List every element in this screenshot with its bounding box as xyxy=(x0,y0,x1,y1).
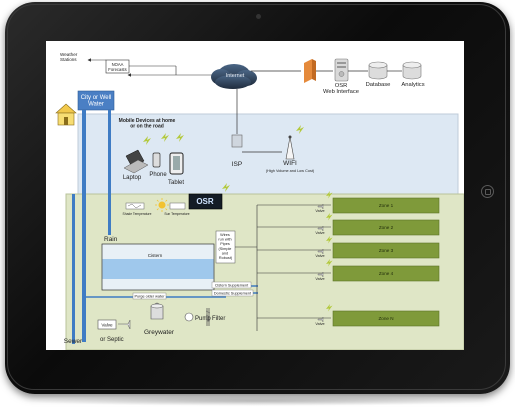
database-icon xyxy=(368,61,388,80)
zone-2-area[interactable] xyxy=(332,219,440,236)
zone-1-label: Zone 1 xyxy=(379,203,394,208)
rain-label: Rain xyxy=(104,236,118,243)
sun-temp-label: Sun Temperature xyxy=(164,212,189,216)
shade-temp-label: Shade Temperature xyxy=(123,212,152,216)
valve-icon xyxy=(317,316,324,323)
valve-icon xyxy=(317,203,324,210)
camera-icon xyxy=(256,14,261,19)
wires-label: Wires run with Pipes (Simple and Robust) xyxy=(218,233,233,260)
zone-valve-label: Valve xyxy=(315,322,324,326)
lightning-icon xyxy=(296,125,304,134)
tablet-shadow xyxy=(20,396,495,406)
laptop-label: Laptop xyxy=(123,175,142,181)
septic-label: or Septic xyxy=(100,337,124,343)
lightning-icon xyxy=(326,259,333,267)
isp-label: ISP xyxy=(232,161,242,168)
sewer-pipe xyxy=(72,194,75,344)
city-water-box xyxy=(77,90,115,111)
phone-label: Phone xyxy=(149,172,167,178)
lightning-icon xyxy=(326,304,333,312)
house-icon xyxy=(55,103,77,126)
zone-1-area[interactable] xyxy=(332,197,440,214)
domestic-supplement-label: Domestic Supplement xyxy=(214,292,252,296)
cistern-water xyxy=(102,259,214,279)
zone-valve-label: Valve xyxy=(315,254,324,258)
internet-label: Internet xyxy=(226,73,245,79)
zone-5-area[interactable] xyxy=(332,310,440,327)
tablet-device-label: Tablet xyxy=(168,180,184,186)
zone-3-label: Zone 3 xyxy=(379,248,394,253)
controller-icon xyxy=(188,193,223,210)
analytics-label: Analytics xyxy=(401,82,424,88)
zone-4-label: Zone 4 xyxy=(379,271,394,276)
cistern-supplement-box xyxy=(211,281,252,289)
valve-icon xyxy=(317,225,324,232)
analytics-icon xyxy=(402,61,422,80)
zone-valve-label: Valve xyxy=(315,209,324,213)
sun-sensor xyxy=(169,202,186,210)
zone-4-area[interactable] xyxy=(332,265,440,282)
zone-5-label: Zone N xyxy=(378,316,393,321)
zone-2-label: Zone 2 xyxy=(379,225,394,230)
lightning-icon xyxy=(326,213,333,221)
cloud-icon xyxy=(211,64,257,89)
cistern-supplement-label: Cistern Supplement xyxy=(215,284,249,288)
tablet-icon xyxy=(169,152,184,175)
zone-valve-label: Valve xyxy=(315,231,324,235)
shade-sensor xyxy=(125,202,145,210)
filter-label: Filter xyxy=(212,316,225,322)
sewer-label: Sewer xyxy=(64,338,83,345)
zone-3-area[interactable] xyxy=(332,242,440,259)
valve-label: Valve xyxy=(101,323,113,328)
valve-icon xyxy=(317,271,324,278)
lightning-icon xyxy=(143,133,184,145)
pump-motor-icon xyxy=(184,312,194,322)
server-icon xyxy=(334,58,349,82)
home-button[interactable] xyxy=(481,185,494,198)
filter-icon xyxy=(205,308,211,326)
main-pipe xyxy=(82,110,86,342)
greywater-label: Greywater xyxy=(144,329,175,336)
purge-box xyxy=(132,292,167,300)
database-label: Database xyxy=(366,82,391,88)
phone-icon xyxy=(152,152,161,168)
cistern-label: Cistern xyxy=(148,253,163,258)
pump-label: Pump xyxy=(195,316,211,322)
rain-pipe xyxy=(108,110,111,235)
purge-label: Purge older water xyxy=(135,295,166,299)
wifi-label: WIFI xyxy=(283,160,297,167)
laptop-icon xyxy=(123,149,149,174)
lightning-icon xyxy=(326,191,333,199)
firewall-icon xyxy=(304,59,316,83)
valve-icon xyxy=(118,319,131,330)
lightning-icon xyxy=(326,236,333,244)
lightning-icon xyxy=(222,183,230,192)
zone-valve-label: Valve xyxy=(315,277,324,281)
isp-icon xyxy=(231,134,243,148)
domestic-supplement-box xyxy=(211,289,254,297)
wifi-sub-label: (High Volume and Low Cost) xyxy=(266,169,315,173)
house-area xyxy=(77,113,459,195)
sun-icon xyxy=(155,198,169,212)
noaa-box xyxy=(105,59,130,74)
valve-icon xyxy=(317,248,324,255)
wifi-icon xyxy=(285,135,295,160)
controller-label: OSR xyxy=(196,197,214,206)
pump-icon xyxy=(150,302,164,320)
valve-box xyxy=(97,319,117,330)
